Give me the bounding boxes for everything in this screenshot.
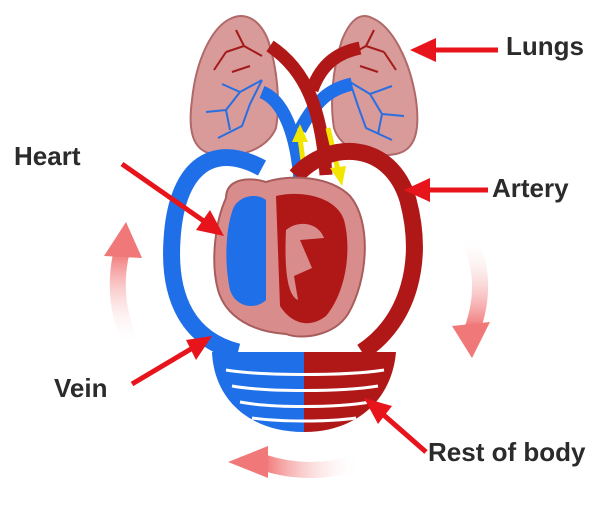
- pointer-arrow-lungs: [410, 38, 498, 62]
- label-artery: Artery: [492, 172, 569, 205]
- label-vein: Vein: [54, 372, 107, 405]
- label-rest-of-body: Rest of body: [428, 436, 598, 469]
- label-heart: Heart: [14, 140, 80, 173]
- heart-illustration: [214, 178, 365, 337]
- circulation-arrow-right: [452, 236, 490, 358]
- circulation-arrow-bottom: [228, 446, 360, 478]
- pointer-arrow-vein: [132, 336, 212, 384]
- circulation-arrow-left: [104, 222, 142, 345]
- left-lung: [191, 16, 278, 155]
- label-lungs: Lungs: [506, 30, 584, 63]
- pointer-arrow-rest-of-body: [364, 398, 426, 452]
- capillary-bed-illustration: [212, 352, 396, 432]
- pointer-arrow-artery: [404, 178, 488, 202]
